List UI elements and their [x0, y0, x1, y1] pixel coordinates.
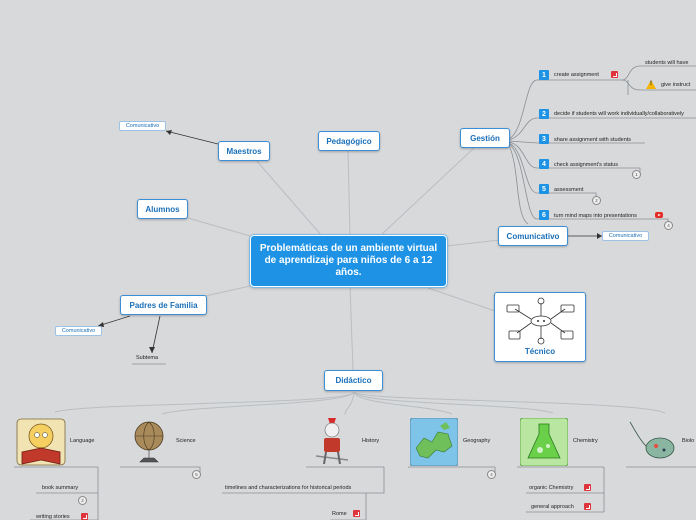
branch-padres-de-familia[interactable]: Padres de Familia: [120, 295, 207, 315]
topic-history[interactable]: History: [362, 438, 380, 444]
link-icon[interactable]: [353, 510, 360, 517]
collapsed-count-badge[interactable]: 2: [592, 196, 601, 205]
branch-didactico[interactable]: Didáctico: [324, 370, 383, 391]
node-label: Comunicativo: [61, 328, 96, 334]
collapsed-count-badge[interactable]: 1: [632, 170, 641, 179]
branch-comunicativo[interactable]: Comunicativo: [498, 226, 568, 246]
central-topic[interactable]: Problemáticas de un ambiente virtual de …: [250, 235, 447, 287]
branch-label: Técnico: [524, 347, 556, 356]
central-topic-label: Problemáticas de un ambiente virtual de …: [259, 243, 438, 278]
node-label: Subtema: [136, 355, 159, 361]
collapsed-count-badge[interactable]: 2: [78, 496, 87, 505]
chemistry-child-general[interactable]: general approach: [531, 504, 574, 510]
chemistry-child-organic[interactable]: organic Chemistry: [529, 485, 574, 491]
branch-label: Comunicativo: [506, 231, 560, 241]
topic-geography[interactable]: Geography: [463, 438, 491, 444]
reading-character-icon: [16, 418, 66, 466]
collapsed-count-badge[interactable]: 4: [487, 470, 496, 479]
branch-label: Pedagógico: [326, 136, 372, 146]
mind-map-sketch-icon: [506, 297, 575, 345]
globe-icon: [134, 421, 164, 463]
gestion-item-presentations[interactable]: turn mind maps into presentations: [554, 213, 637, 219]
branch-label: Didáctico: [335, 376, 372, 385]
flask-icon: [520, 418, 568, 466]
gestion-item-check-status[interactable]: check assignment's status: [554, 162, 619, 168]
branch-label: Maestros: [226, 146, 262, 156]
branch-alumnos[interactable]: Alumnos: [137, 199, 188, 219]
history-child-timelines[interactable]: timelines and characterizations for hist…: [225, 485, 352, 491]
branch-label: Padres de Familia: [129, 300, 198, 310]
branch-pedagogico[interactable]: Pedagógico: [318, 131, 380, 151]
number-badge: 4: [539, 159, 549, 169]
collapsed-count-badge[interactable]: 4: [664, 221, 673, 230]
assignment-child-students[interactable]: students will have: [645, 60, 689, 66]
number-badge: 6: [539, 210, 549, 220]
topic-language[interactable]: Language: [70, 438, 95, 444]
link-icon[interactable]: [584, 503, 591, 510]
padres-comunicativo-node[interactable]: Comunicativo: [55, 326, 102, 336]
link-icon[interactable]: [584, 484, 591, 491]
branch-gestion[interactable]: Gestión: [460, 128, 510, 148]
gestion-item-create-assignment[interactable]: create assignment: [554, 72, 599, 78]
number-badge: 3: [539, 134, 549, 144]
topic-science[interactable]: Science: [176, 438, 196, 444]
topic-chemistry[interactable]: Chemistry: [573, 438, 598, 444]
number-badge: 2: [539, 109, 549, 119]
warning-icon: [646, 80, 656, 89]
branch-label: Alumnos: [145, 204, 180, 214]
gestion-item-share[interactable]: share assignment with students: [554, 137, 632, 143]
branch-tecnico[interactable]: Técnico: [494, 292, 586, 362]
gestion-item-assessment[interactable]: assessment: [554, 187, 584, 193]
topic-biology[interactable]: Biolo: [682, 438, 695, 444]
branch-maestros[interactable]: Maestros: [218, 141, 270, 161]
link-icon[interactable]: [611, 71, 618, 78]
number-badge: 5: [539, 184, 549, 194]
link-icon[interactable]: [81, 513, 88, 520]
node-label: Comunicativo: [125, 123, 160, 129]
maestros-comunicativo-node[interactable]: Comunicativo: [119, 121, 166, 131]
padres-subtema-node[interactable]: Subtema: [136, 355, 158, 361]
gestion-item-decide[interactable]: decide if students will work individuall…: [554, 111, 684, 117]
roman-soldier-icon: [315, 418, 349, 465]
language-child-writing-stories[interactable]: writing stories: [36, 514, 70, 520]
collapsed-count-badge[interactable]: 5: [192, 470, 201, 479]
bacteria-icon: [629, 421, 675, 459]
comunicativo-child-node[interactable]: Comunicativo: [602, 231, 649, 241]
history-child-rome[interactable]: Rome: [332, 511, 347, 517]
branch-label: Gestión: [470, 133, 500, 143]
europe-map-icon: [410, 418, 458, 466]
node-label: Comunicativo: [608, 233, 643, 239]
assignment-child-instruct[interactable]: give instruct: [661, 82, 691, 88]
youtube-icon[interactable]: [655, 212, 663, 218]
language-child-book-summary[interactable]: book summary: [42, 485, 79, 491]
number-badge: 1: [539, 70, 549, 80]
